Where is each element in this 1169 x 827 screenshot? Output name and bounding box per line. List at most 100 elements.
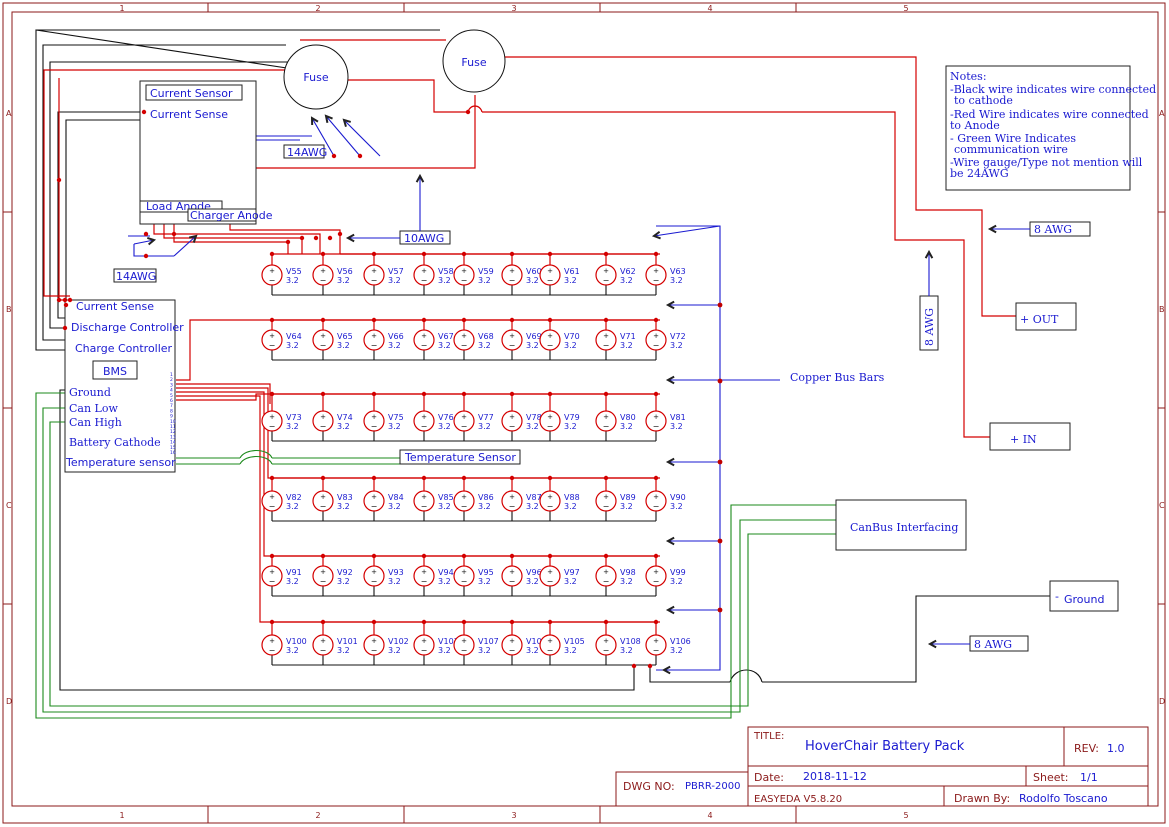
minus-sign: −: [421, 341, 428, 350]
battery-cell-icon: [539, 634, 561, 656]
junction-dot: [547, 475, 553, 481]
plus-sign: +: [547, 568, 553, 576]
drawn-by-value: Rodolfo Toscano: [1019, 792, 1108, 805]
cell-voltage: 3.2: [478, 646, 491, 655]
drawn-by-label: Drawn By:: [954, 792, 1010, 805]
junction-dot: [171, 231, 177, 237]
minus-sign: −: [653, 341, 660, 350]
bms-pin-number: 1: [170, 372, 173, 378]
battery-cell-icon: [595, 410, 617, 432]
minus-sign: −: [603, 646, 610, 655]
minus-sign: −: [653, 502, 660, 511]
cell-voltage: 3.2: [620, 646, 633, 655]
awg-8-label: 8 AWG: [1034, 223, 1072, 236]
arrow-head-icon: [665, 536, 675, 546]
cell-name: V105: [564, 637, 585, 646]
junction-dot: [320, 391, 326, 397]
plus-sign: +: [371, 413, 377, 421]
battery-cell-icon: [413, 634, 435, 656]
junction-dot: [269, 619, 275, 625]
battery-cell-icon: [312, 329, 334, 351]
cell-voltage: 3.2: [564, 422, 577, 431]
battery-cell-icon: [261, 565, 283, 587]
row-marker: B: [1159, 305, 1165, 314]
plus-sign: +: [320, 568, 326, 576]
cell-name: V97: [564, 568, 580, 577]
cell-voltage: 3.2: [620, 422, 633, 431]
current-sensor: Current Sensor Current Sense Load Anode …: [139, 80, 273, 225]
cell-voltage: 3.2: [478, 502, 491, 511]
cell-name: V86: [478, 493, 494, 502]
current-sensor-sense: Current Sense: [150, 108, 228, 121]
bms-can-high: Can High: [69, 416, 122, 429]
dwg-label: DWG NO:: [623, 780, 675, 793]
junction-dot: [313, 235, 319, 241]
row-marker: C: [1159, 501, 1165, 510]
battery-cell-icon: [363, 490, 385, 512]
plus-sign: +: [547, 637, 553, 645]
minus-sign: −: [461, 577, 468, 586]
arrow-head-icon: [987, 224, 997, 234]
battery-cell-icon: [645, 634, 667, 656]
battery-cell-icon: [413, 490, 435, 512]
battery-cell-icon: [261, 329, 283, 351]
cell-voltage: 3.2: [478, 341, 491, 350]
dwg-number: PBRR-2000: [685, 781, 740, 792]
junction-dot: [547, 251, 553, 257]
cell-name: V89: [620, 493, 636, 502]
minus-sign: −: [371, 577, 378, 586]
title-label: TITLE:: [753, 731, 784, 742]
bms-current-sense: Current Sense: [76, 300, 154, 313]
plus-sign: +: [371, 493, 377, 501]
bms-pin-number: 11: [170, 424, 176, 430]
column-marker: 1: [119, 4, 124, 13]
plus-sign: +: [461, 267, 467, 275]
plus-sign: +: [547, 267, 553, 275]
plus-sign: +: [320, 413, 326, 421]
sheet-label: Sheet:: [1033, 771, 1069, 784]
minus-sign: −: [509, 422, 516, 431]
arrow-head-icon: [188, 234, 198, 243]
junction-dot: [421, 317, 427, 323]
junction-dot: [337, 231, 343, 237]
battery-cell-icon: [595, 634, 617, 656]
notes-line: to cathode: [954, 94, 1013, 107]
minus-sign: −: [421, 577, 428, 586]
junction-dot: [371, 391, 377, 397]
battery-cell-icon: [363, 410, 385, 432]
battery-cell-grid: +−V553.2+−V563.2+−V573.2+−V583.2+−V593.2…: [56, 109, 723, 669]
junction-dot: [269, 391, 275, 397]
junction-dot: [653, 391, 659, 397]
junction-dot: [653, 553, 659, 559]
junction-dot: [320, 475, 326, 481]
copper-bus-bars-label: Copper Bus Bars: [790, 371, 885, 384]
plus-sign: +: [509, 332, 515, 340]
plus-sign: +: [509, 637, 515, 645]
plus-sign: +: [461, 493, 467, 501]
row-marker: C: [6, 501, 12, 510]
cell-name: V79: [564, 413, 580, 422]
arrow-head-icon: [310, 116, 319, 126]
plus-sign: +: [371, 332, 377, 340]
minus-sign: −: [653, 646, 660, 655]
bms-can-low: Can Low: [69, 402, 118, 415]
cell-voltage: 3.2: [337, 422, 350, 431]
junction-dot: [653, 619, 659, 625]
plus-sign: +: [603, 568, 609, 576]
minus-sign: −: [653, 422, 660, 431]
row-marker: D: [6, 697, 12, 706]
battery-cell-icon: [453, 264, 475, 286]
date-value: 2018-11-12: [803, 770, 867, 783]
plus-sign: +: [269, 568, 275, 576]
battery-cell-icon: [645, 490, 667, 512]
ground-connector: - Ground: [1049, 580, 1119, 612]
cell-name: V85: [438, 493, 454, 502]
battery-cell-icon: [261, 634, 283, 656]
arrow-head-icon: [324, 114, 333, 124]
cell-voltage: 3.2: [620, 341, 633, 350]
plus-sign: +: [320, 493, 326, 501]
junction-dot: [63, 302, 69, 308]
cell-name: V100: [286, 637, 307, 646]
junction-dot: [509, 619, 515, 625]
minus-sign: −: [421, 646, 428, 655]
